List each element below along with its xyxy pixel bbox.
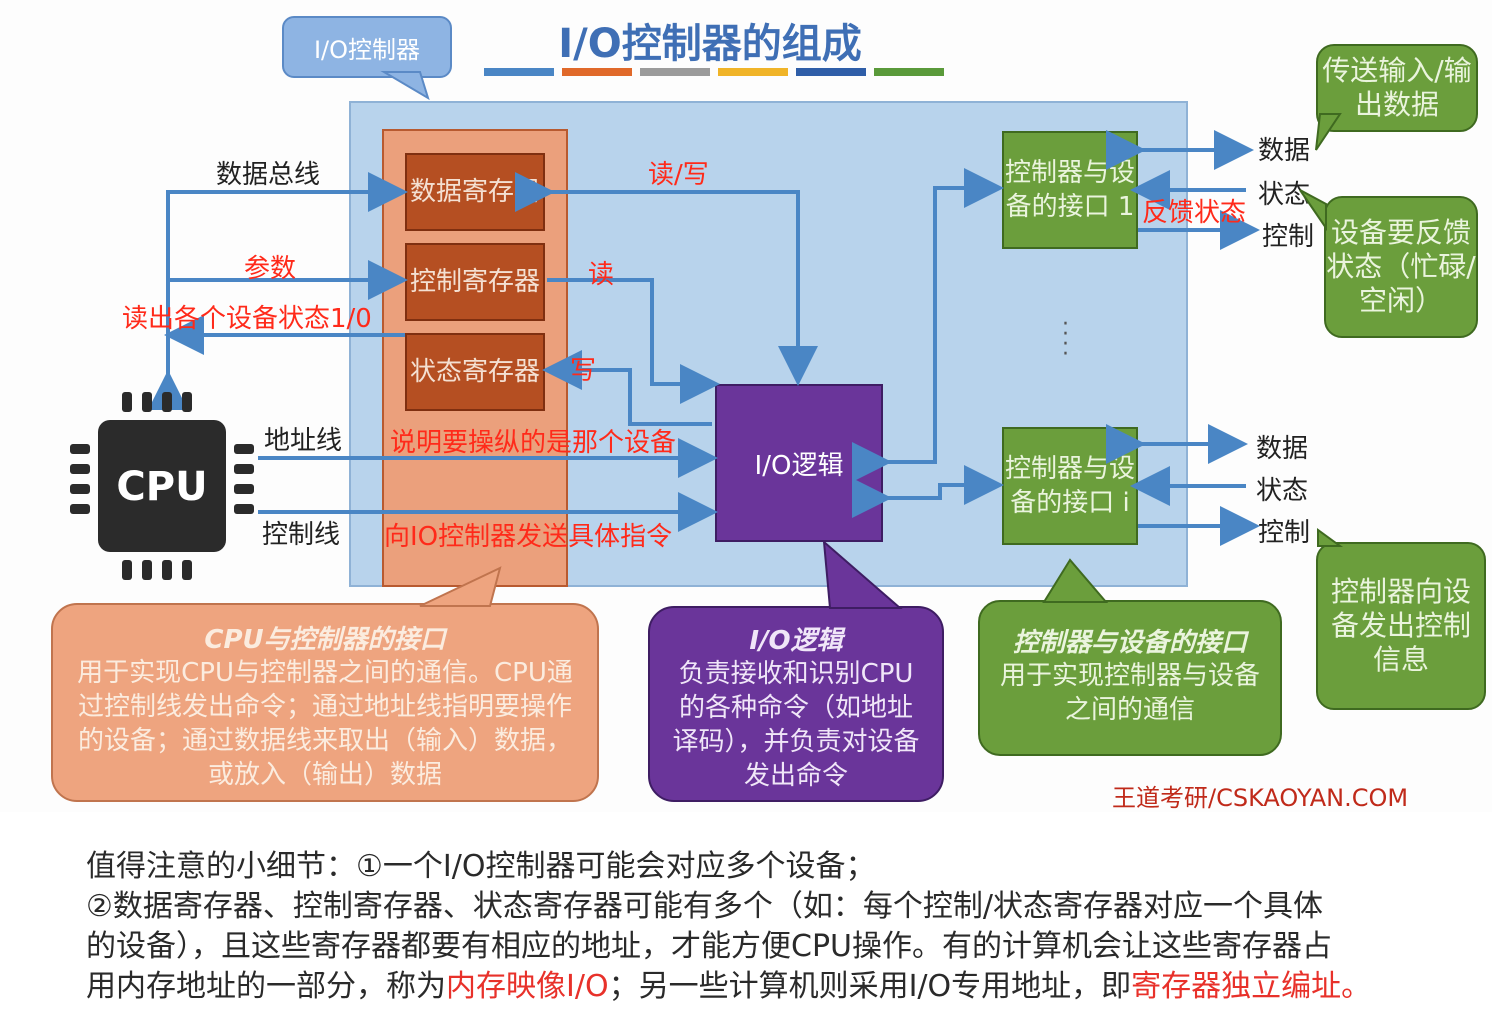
io-controller-callout: I/O控制器 [282,16,452,78]
note-line-4: 用内存地址的一部分，称为内存映像I/O；另一些计算机则采用I/O专用地址，即寄存… [86,967,1486,1007]
if1-data-label: 数据 [1258,136,1311,166]
note-line-4-part-a: 用内存地址的一部分，称为 [86,969,446,1004]
device-interface-bubble: 控制器与设备的接口 用于实现控制器与设备之间的通信 [978,600,1282,756]
purple-bubble-pointer [822,540,903,609]
write-line [542,350,712,426]
memory-mapped-io-term: 内存映像I/O [446,969,609,1004]
orange-bubble-pointer [419,566,502,607]
ifi-data-label: 数据 [1256,434,1309,464]
device-interface-bubble-title: 控制器与设备的接口 [1012,628,1247,658]
data-bus-line [148,172,408,410]
control-line-label: 控制线 [262,520,341,550]
io-logic-bubble-title: I/O逻辑 [749,626,843,656]
cpu-label: CPU [116,464,207,510]
address-line-label: 地址线 [264,426,343,456]
diagram-title: I/O控制器的组成 [558,21,862,67]
note-line-4-part-b: ；另一些计算机则采用I/O专用地址，即 [608,969,1132,1004]
underline-seg-1 [484,68,554,76]
device-interface-1: 控制器与设备的接口 1 [1002,131,1138,249]
write-annotation: 写 [570,356,597,386]
device-feedback-bubble: 设备要反馈状态（忙碌/空闲） [1324,196,1478,338]
connection-arrows [148,130,1260,546]
bubble-pointers [1299,113,1344,547]
cpu-interface-bubble-body: 用于实现CPU与控制器之间的通信。CPU通过控制线发出命令；通过地址线指明要操作… [77,658,573,790]
callout-pointer [380,71,430,101]
cpu-interface-bubble: CPU与控制器的接口 用于实现CPU与控制器之间的通信。CPU通过控制线发出命令… [51,603,599,802]
data-bus-label: 数据总线 [216,160,321,190]
underline-seg-4 [718,68,788,76]
read-write-annotation: 读/写 [648,160,709,190]
params-annotation: 参数 [244,254,297,284]
underline-seg-5 [796,68,866,76]
logic-to-ifi [852,465,1004,518]
io-logic-bubble-body: 负责接收和识别CPU的各种命令（如地址译码），并负责对设备发出命令 [672,659,920,791]
read-line [547,278,720,404]
read-annotation: 读 [588,260,615,290]
io-logic-bubble: I/O逻辑 负责接收和识别CPU的各种命令（如地址译码），并负责对设备发出命令 [648,606,944,802]
underline-seg-3 [640,68,710,76]
if1-control-label: 控制 [1262,222,1315,252]
ifi-status-label: 状态 [1256,476,1309,506]
independent-addressing-term: 寄存器独立编址。 [1131,969,1372,1004]
feedback-annotation: 反馈状态 [1142,198,1247,228]
ifi-control-label: 控制 [1258,518,1311,548]
read-status-annotation: 读出各个设备状态1/0 [122,304,372,334]
note-line-2: ②数据寄存器、控制寄存器、状态寄存器可能有多个（如：每个控制/状态寄存器对应一个… [86,889,1324,924]
underline-seg-2 [562,68,632,76]
underline-seg-6 [874,68,944,76]
which-device-annotation: 说明要操纵的是那个设备 [390,428,677,458]
title-underline [484,68,944,76]
notes-paragraph: 值得注意的小细节：①一个I/O控制器可能会对应多个设备； ②数据寄存器、控制寄存… [86,847,1486,1007]
send-command-annotation: 向IO控制器发送具体指令 [384,522,673,552]
watermark: 王道考研/CSKAOYAN.COM [1112,784,1409,812]
note-line-3: 的设备），且这些寄存器都要有相应的地址，才能方便CPU操作。有的计算机会让这些寄… [86,929,1332,964]
ellipsis-dots: ···· [1062,312,1069,367]
if1-status-label: 状态 [1258,180,1311,210]
transfer-io-bubble: 传送输入/输出数据 [1316,44,1478,132]
cpu-chip-icon: CPU [70,392,254,580]
logic-to-if1 [852,168,1004,482]
controller-to-device-bubble: 控制器向设备发出控制信息 [1316,542,1486,710]
rw-line [515,172,818,386]
note-line-1: 值得注意的小细节：①一个I/O控制器可能会对应多个设备； [86,849,876,884]
device-interface-bubble-body: 用于实现控制器与设备之间的通信 [999,661,1260,725]
cpu-interface-bubble-title: CPU与控制器的接口 [204,625,446,655]
green-bubble-pointer [1042,558,1109,603]
